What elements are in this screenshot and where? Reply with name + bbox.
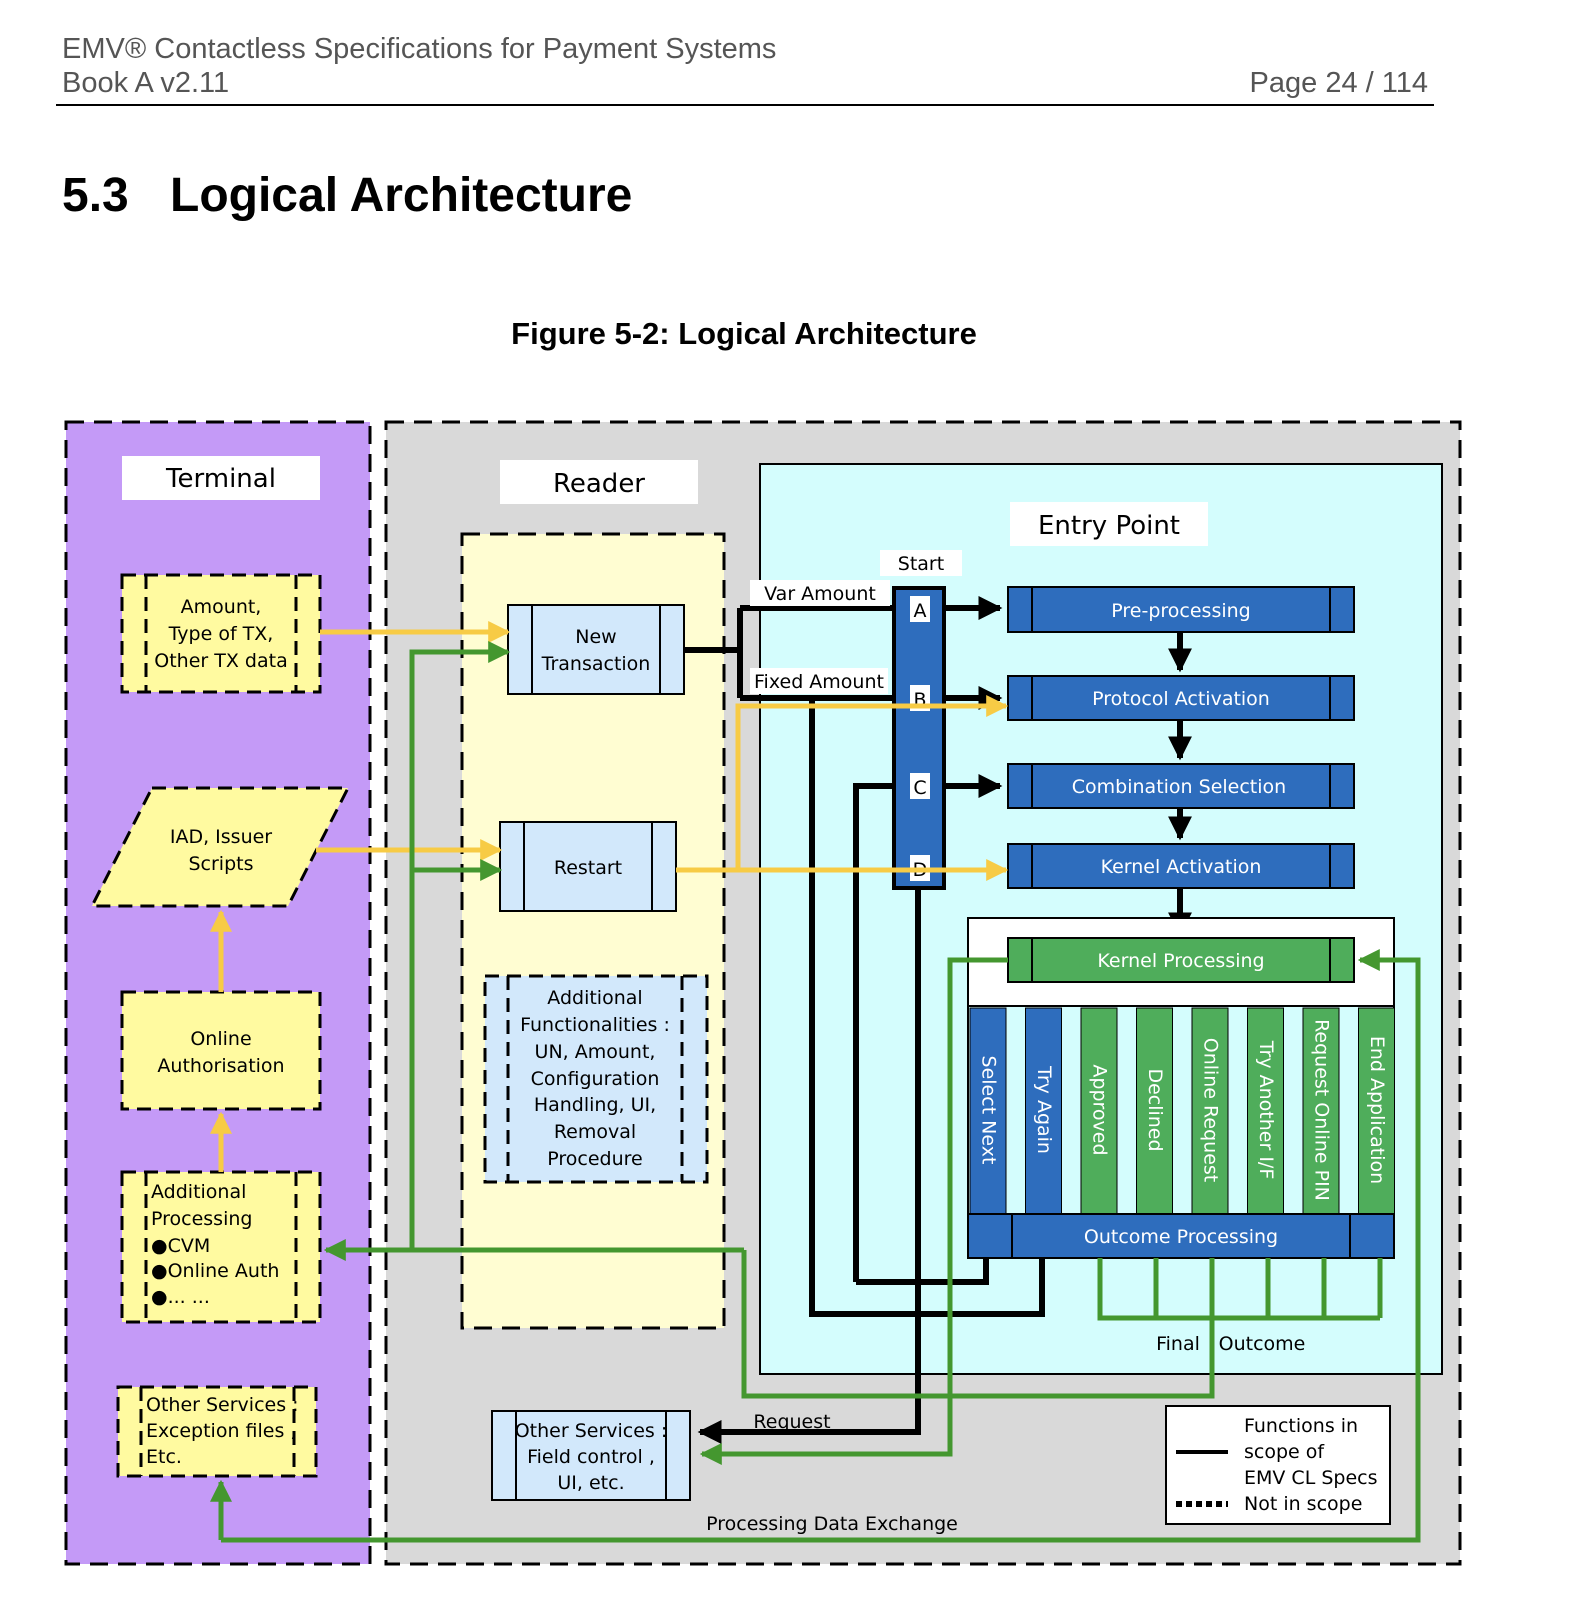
svg-text:Amount,: Amount, — [181, 596, 262, 618]
svg-text:UN, Amount,: UN, Amount, — [535, 1041, 656, 1063]
outcome-label-try-another-i-f: Try Another I/F — [1255, 1040, 1277, 1180]
svg-text:Other Services :: Other Services : — [146, 1394, 299, 1416]
outcome-processing-box: Outcome Processing — [967, 1213, 1395, 1259]
document-title: EMV® Contactless Specifications for Paym… — [62, 33, 777, 65]
step-protocol-activation: Protocol Activation — [1007, 675, 1355, 721]
additional-processing-box: Additional Processing ●CVM ●Online Auth … — [120, 1170, 322, 1324]
amount-box: Amount, Type of TX, Other TX data — [120, 573, 322, 694]
restart-box: Restart — [499, 821, 677, 912]
outcome-label-request-online-pin: Request Online PIN — [1311, 1019, 1333, 1201]
svg-text:New: New — [575, 626, 616, 648]
outcome-label-end-application: End Application — [1366, 1036, 1388, 1184]
svg-text:Transaction: Transaction — [541, 653, 651, 675]
outcome-online-request — [1191, 1007, 1229, 1215]
svg-text:Procedure: Procedure — [547, 1148, 642, 1170]
svg-text:Additional: Additional — [547, 987, 642, 1009]
section-heading: 5.3 Logical Architecture — [62, 168, 632, 223]
svg-text:Outcome Processing: Outcome Processing — [1084, 1226, 1278, 1248]
figure-title: Figure 5-2: Logical Architecture — [511, 316, 977, 351]
kernel-processing-box: Kernel Processing — [1007, 937, 1355, 983]
terminal-other-services-box: Other Services : Exception files , Etc. — [116, 1385, 318, 1478]
start-label: Start — [898, 553, 944, 575]
outcome-select-next — [969, 1007, 1007, 1215]
document-version: Book A v2.11 — [62, 67, 230, 99]
outcome-columns: Select Next Try Again Approved Declined Onli… — [967, 1005, 1395, 1215]
svg-text:Additional: Additional — [151, 1181, 246, 1203]
step-combination-selection: Combination Selection — [1007, 763, 1355, 809]
terminal-label: Terminal — [165, 464, 276, 494]
outcome-label-online-request: Online Request — [1200, 1038, 1222, 1183]
svg-text:●Online Auth: ●Online Auth — [151, 1260, 279, 1282]
svg-text:Functionalities :: Functionalities : — [520, 1014, 670, 1036]
kernel-area: Kernel Processing Select Next Try Again Ap… — [967, 917, 1395, 1259]
svg-text:EMV CL Specs: EMV CL Specs — [1244, 1467, 1377, 1489]
black-flows — [684, 596, 1192, 1444]
page-number: Page 24 / 114 — [1249, 67, 1428, 99]
new-transaction-box: New Transaction — [507, 604, 685, 695]
svg-text:Kernel Processing: Kernel Processing — [1097, 950, 1264, 972]
svg-text:Protocol Activation: Protocol Activation — [1092, 688, 1270, 710]
svg-text:scope of: scope of — [1244, 1441, 1325, 1463]
svg-text:●... ...: ●... ... — [151, 1286, 210, 1308]
svg-text:Not in scope: Not in scope — [1244, 1493, 1362, 1515]
entry-point-label: Entry Point — [1038, 511, 1180, 541]
iad-issuer-scripts-box: IAD, Issuer Scripts — [89, 786, 351, 908]
reader-other-services-box: Other Services : Field control , UI, etc… — [491, 1410, 691, 1501]
outcome-label-declined: Declined — [1144, 1068, 1166, 1151]
start-point-c: C — [913, 777, 926, 799]
legend: Functions in scope of EMV CL Specs Not i… — [1165, 1405, 1391, 1525]
outcome-label-try-again: Try Again — [1033, 1065, 1055, 1154]
svg-text:Authorisation: Authorisation — [157, 1055, 284, 1077]
svg-text:Functions in: Functions in — [1244, 1415, 1358, 1437]
var-amount-label: Var Amount — [764, 583, 876, 605]
svg-text:Other Services :: Other Services : — [515, 1420, 668, 1442]
outcome-label: Outcome — [1219, 1333, 1306, 1355]
svg-text:Pre-processing: Pre-processing — [1111, 600, 1250, 622]
final-label: Final — [1156, 1333, 1200, 1355]
processing-data-exchange-label: Processing Data Exchange — [706, 1513, 958, 1535]
outcome-label-approved: Approved — [1089, 1064, 1111, 1155]
outcome-try-again — [1025, 1007, 1062, 1215]
svg-text:●CVM: ●CVM — [151, 1235, 210, 1257]
svg-text:Kernel Activation: Kernel Activation — [1101, 856, 1262, 878]
svg-text:Configuration: Configuration — [531, 1068, 660, 1090]
svg-text:Online: Online — [190, 1028, 251, 1050]
yellow-flows — [209, 620, 1009, 1172]
additional-functionalities-box: Additional Functionalities : UN, Amount,… — [483, 974, 709, 1184]
outcome-label-select-next: Select Next — [978, 1056, 1000, 1165]
svg-text:Removal: Removal — [554, 1121, 636, 1143]
svg-text:Etc.: Etc. — [146, 1446, 182, 1468]
request-label: Request — [753, 1411, 830, 1433]
start-column: A B C D — [892, 586, 946, 890]
header-divider — [56, 104, 1434, 106]
step-kernel-activation: Kernel Activation — [1007, 843, 1355, 889]
svg-text:Handling, UI,: Handling, UI, — [534, 1094, 656, 1116]
online-authorisation-box: Online Authorisation — [120, 990, 322, 1111]
entry-point-steps: Pre-processing Protocol Activation Combi… — [1007, 586, 1355, 889]
svg-text:Restart: Restart — [554, 857, 622, 879]
outcome-end-application — [1358, 1007, 1395, 1215]
svg-text:Processing: Processing — [151, 1208, 252, 1230]
start-point-a: A — [914, 600, 927, 622]
reader-label: Reader — [553, 469, 645, 499]
svg-text:Type of TX,: Type of TX, — [168, 623, 274, 645]
outcome-request-online-pin — [1302, 1007, 1340, 1215]
svg-text:IAD, Issuer: IAD, Issuer — [170, 826, 272, 848]
svg-text:Field control ,: Field control , — [527, 1446, 655, 1468]
svg-text:Scripts: Scripts — [188, 853, 253, 875]
fixed-amount-label: Fixed Amount — [754, 671, 884, 693]
svg-text:Combination Selection: Combination Selection — [1072, 776, 1286, 798]
section-number: 5.3 — [62, 169, 129, 222]
svg-text:Exception files ,: Exception files , — [146, 1420, 296, 1442]
outcome-try-another-i-f — [1247, 1007, 1284, 1215]
step-pre-processing: Pre-processing — [1007, 586, 1355, 633]
green-flows — [209, 640, 1421, 1543]
section-title: Logical Architecture — [170, 169, 633, 222]
svg-text:UI, etc.: UI, etc. — [557, 1472, 624, 1494]
svg-text:Other TX data: Other TX data — [154, 650, 287, 672]
